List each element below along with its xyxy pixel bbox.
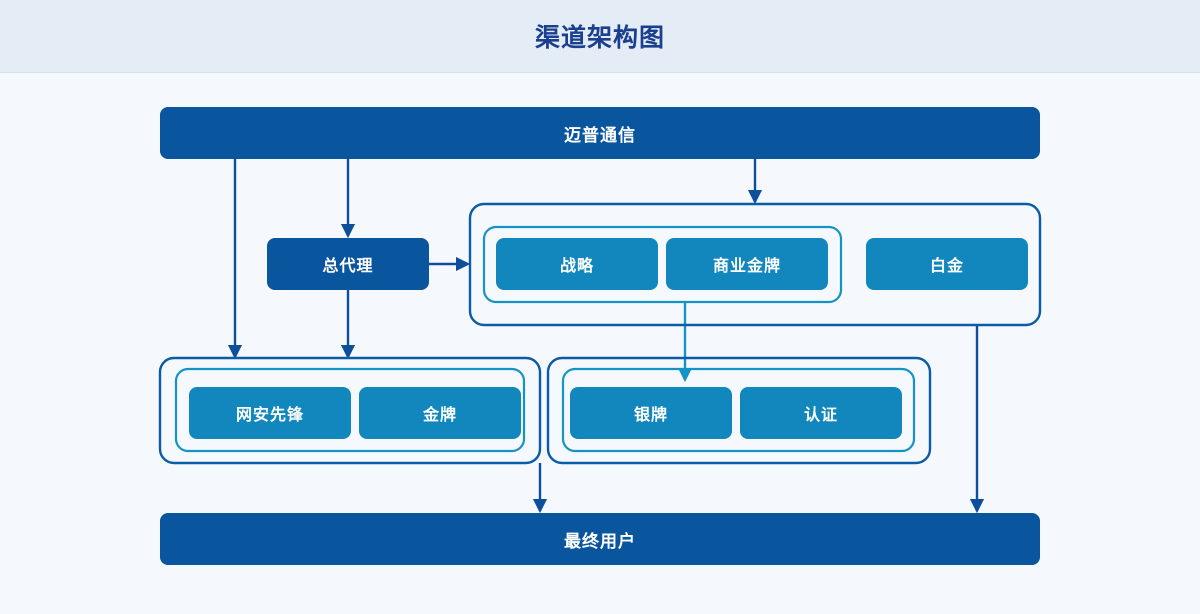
node-commercial-gold[interactable] (666, 238, 828, 290)
node-end-user[interactable] (160, 513, 1040, 565)
group-layer (158, 202, 1042, 465)
group-inner-tier2-left-group (174, 367, 526, 453)
node-gold[interactable] (359, 387, 521, 439)
page-title: 渠道架构图 (534, 24, 665, 52)
node-certified[interactable] (740, 387, 902, 439)
diagram-svg (158, 107, 1042, 565)
group-outer-tier2-right-group (546, 356, 932, 465)
group-inner-tier2-right-group (561, 367, 916, 453)
node-general-agent[interactable] (267, 238, 429, 290)
node-layer (160, 107, 1040, 565)
node-silver[interactable] (570, 387, 732, 439)
group-outer-tier1-group (468, 202, 1042, 327)
node-vendor[interactable] (160, 107, 1040, 159)
page-header: 渠道架构图 (0, 0, 1200, 73)
connector-layer (227, 159, 985, 514)
node-cyber-pioneer[interactable] (189, 387, 351, 439)
node-strategy[interactable] (496, 238, 658, 290)
group-outer-tier2-left-group (158, 356, 542, 465)
group-inner-tier1-group (482, 225, 843, 304)
diagram-canvas: 战略商业金牌白金网安先锋金牌银牌认证迈普通信最终用户总代理 (0, 73, 1200, 614)
node-platinum[interactable] (866, 238, 1028, 290)
